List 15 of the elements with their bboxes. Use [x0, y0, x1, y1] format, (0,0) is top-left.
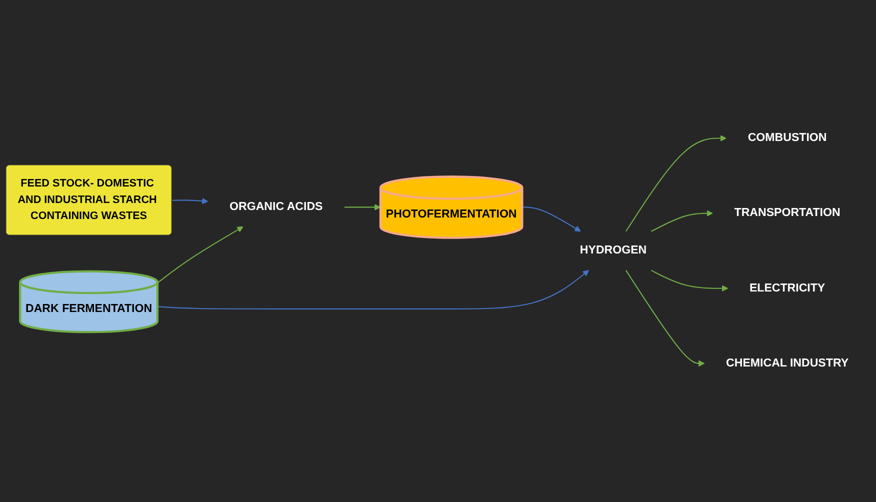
- node-text: ELECTRICITY: [749, 282, 826, 294]
- arrow: [625, 270, 705, 367]
- arrow: [625, 135, 726, 232]
- arrow: [344, 204, 381, 211]
- arrow: [650, 270, 728, 292]
- node-text: TRANSPORTATION: [734, 206, 840, 220]
- node-text: ORGANIC ACIDS: [230, 200, 323, 214]
- arrow: [650, 210, 713, 232]
- arrow: [157, 226, 244, 284]
- node-text: COMBUSTION: [748, 132, 827, 144]
- node-text: HYDROGEN: [580, 244, 647, 257]
- arrow: [522, 206, 581, 232]
- node-text: CHEMICAL INDUSTRY: [726, 357, 849, 370]
- arrow: [157, 270, 590, 310]
- arrow: [172, 198, 208, 204]
